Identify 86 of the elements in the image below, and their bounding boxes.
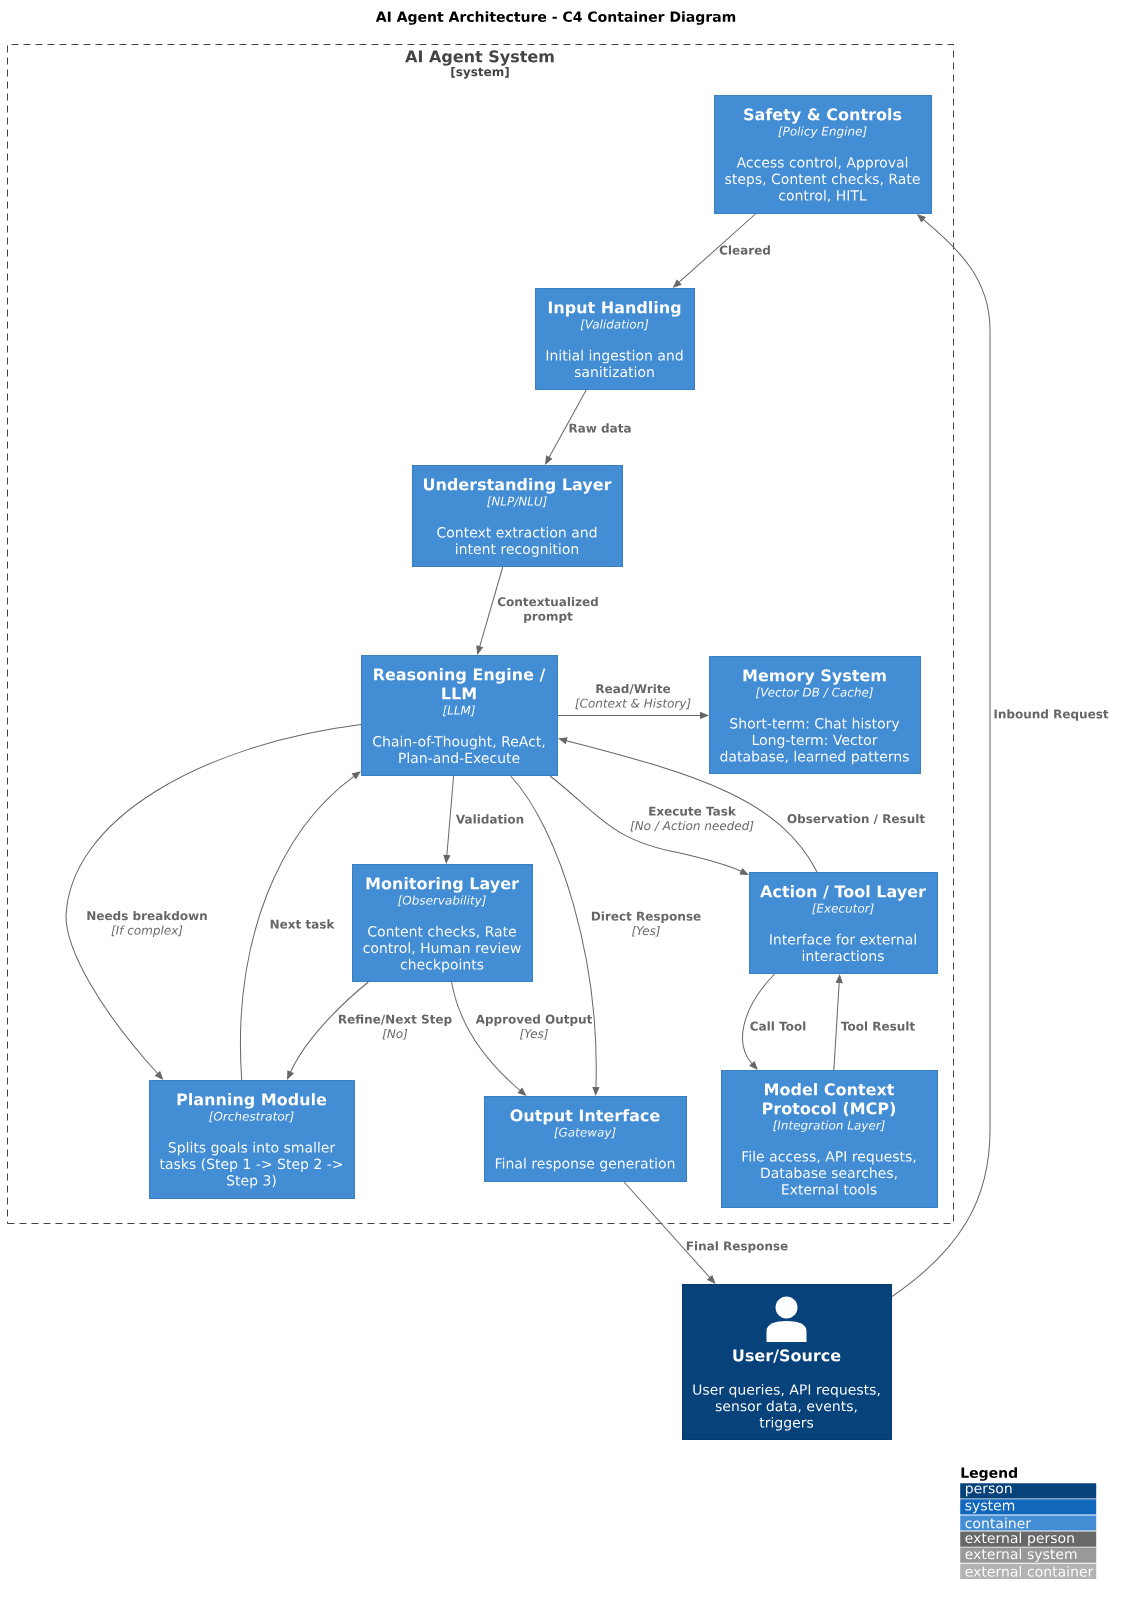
arrow <box>673 213 756 288</box>
description-text: User queries, API requests, sensor data, events, triggers <box>693 1384 880 1431</box>
edge-label: Refine/Next Step [No] <box>338 1014 452 1040</box>
technology-label: [Vector DB / Cache] <box>755 687 873 699</box>
legend-entry: system <box>960 1499 1097 1515</box>
legend-entry: person <box>960 1483 1097 1499</box>
container-title: Planning Module <box>177 1093 327 1109</box>
container-title: Safety & Controls <box>744 108 902 124</box>
legend-entry: container <box>960 1515 1097 1531</box>
technology-label: [Orchestrator] <box>209 1111 294 1123</box>
technology-label: [Validation] <box>580 319 649 331</box>
person-box <box>682 1284 892 1440</box>
container-title: Memory System <box>743 669 886 685</box>
arrow <box>545 389 587 465</box>
edge-label: Validation <box>455 814 524 824</box>
description-text: File access, API requests, Database searches, External tools <box>742 1150 916 1195</box>
arrow <box>510 775 600 1096</box>
edge-label: Approved Output [Yes] <box>475 1014 593 1040</box>
edge-label: Final Response <box>686 1241 788 1253</box>
description-text: Context extraction and intent recognition <box>437 526 597 557</box>
container-box <box>484 1096 687 1182</box>
boundary-type-label: [system] <box>451 66 509 79</box>
arrow <box>557 712 709 719</box>
technology-label: [Integration Layer] <box>773 1120 885 1133</box>
edge-label: Next task <box>270 919 335 929</box>
container-box <box>709 656 921 774</box>
edge-label: Read/Write [Context & History] <box>575 683 691 711</box>
boundary-title: AI Agent System <box>405 50 554 66</box>
container-box <box>149 1080 355 1199</box>
edge-label: Raw data <box>569 423 631 433</box>
arrow <box>623 1181 716 1284</box>
container-title: Input Handling <box>548 301 681 317</box>
description-text: Initial ingestion and sanitization <box>546 349 683 378</box>
legend-title: Legend <box>961 1467 1017 1481</box>
container-box <box>749 872 938 974</box>
person-title: User/Source <box>733 1349 841 1363</box>
container-box <box>714 95 932 214</box>
description-text: Chain-of-Thought, ReAct, Plan-and-Execute <box>373 735 545 764</box>
container-title: Reasoning Engine / LLM <box>374 668 546 700</box>
diagram-title: AI Agent Architecture - C4 Container Diagram <box>375 11 736 25</box>
description-text: Interface for external interactions <box>770 933 916 962</box>
container-title: Output Interface <box>510 1109 660 1125</box>
edge-label: Contextualized prompt <box>497 596 598 624</box>
arrow <box>742 973 775 1070</box>
container-box <box>535 288 695 390</box>
arrow <box>549 775 749 875</box>
system-boundary <box>7 44 954 1224</box>
arrow <box>833 974 843 1071</box>
container-box <box>721 1070 938 1208</box>
arrow <box>443 775 455 864</box>
container-box <box>352 864 533 982</box>
edge-label: Direct Response [Yes] <box>591 911 701 937</box>
edge-label: Tool Result <box>840 1021 915 1031</box>
edge-label: Observation / Result <box>787 813 925 825</box>
arrow <box>476 566 504 655</box>
arrow <box>65 724 362 1080</box>
arrow <box>558 737 818 873</box>
edge-label: Inbound Request <box>994 709 1109 721</box>
arrow <box>451 981 527 1096</box>
description-text: Access control, Approval steps, Content checks, Rate control, HITL <box>725 156 920 203</box>
edge-label: Needs breakdown [If complex] <box>87 910 207 938</box>
edge-label: Call Tool <box>750 1021 806 1031</box>
container-title: Model Context Protocol (MCP) <box>763 1083 896 1117</box>
technology-label: [Policy Engine] <box>778 126 867 139</box>
container-box <box>412 465 623 567</box>
arrow <box>287 981 369 1080</box>
arrow <box>239 771 361 1081</box>
description-text: Final response generation <box>495 1157 675 1172</box>
technology-label: [Observability] <box>398 895 486 908</box>
description-text: Short-term: Chat history Long-term: Vector database, learned patterns <box>720 717 909 765</box>
technology-label: [LLM] <box>442 705 475 717</box>
legend-entry: external person <box>960 1531 1097 1547</box>
container-box <box>361 655 558 776</box>
technology-label: [Gateway] <box>554 1127 616 1140</box>
description-text: Content checks, Rate control, Human review checkpoints <box>363 925 521 973</box>
edge-label: Execute Task [No / Action needed] <box>630 806 754 832</box>
edge-label: Cleared <box>719 245 770 255</box>
container-title: Action / Tool Layer <box>760 885 926 901</box>
legend-entry: external system <box>960 1547 1097 1563</box>
container-title: Understanding Layer <box>424 478 612 494</box>
container-title: Monitoring Layer <box>366 877 519 893</box>
description-text: Splits goals into smaller tasks (Step 1 -> Step 2 -> Step 3) <box>159 1141 343 1189</box>
arrow <box>891 214 991 1297</box>
legend-entry: external container <box>960 1563 1097 1579</box>
technology-label: [Executor] <box>812 903 874 915</box>
technology-label: [NLP/NLU] <box>487 496 547 508</box>
